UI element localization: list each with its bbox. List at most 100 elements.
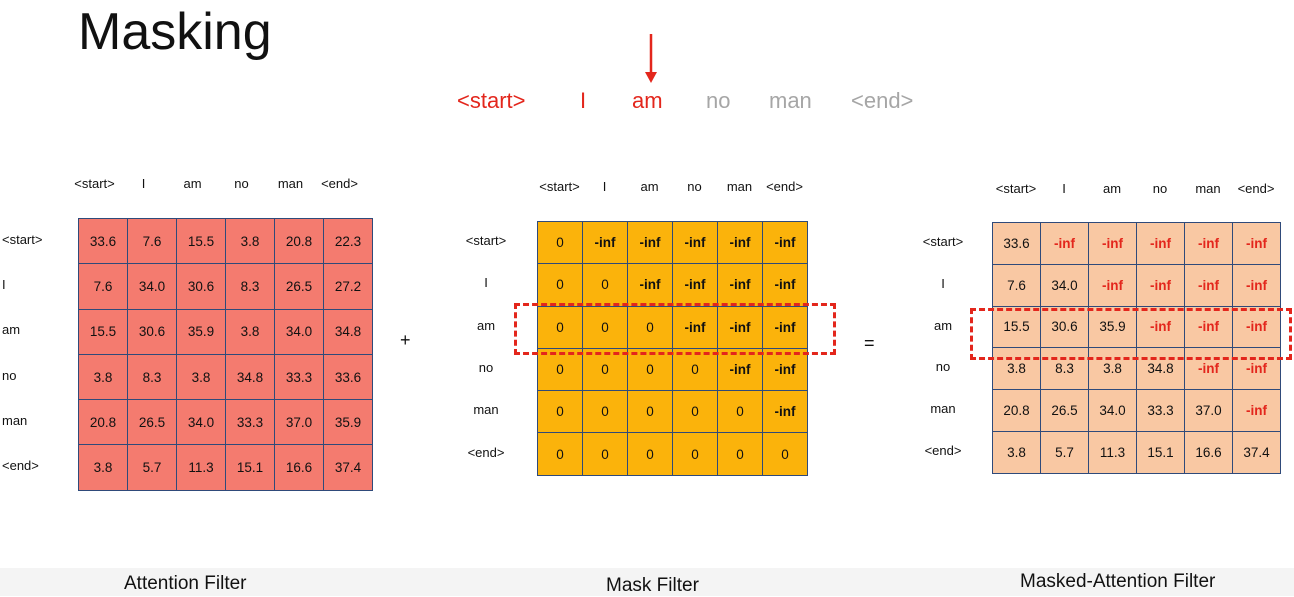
matrix-cell: -inf	[717, 220, 763, 265]
matrix-cell: 37.4	[323, 444, 373, 491]
matrix-cell: 26.5	[1040, 389, 1089, 432]
matrix-cell: -inf	[1088, 263, 1137, 307]
matrix-cell: -inf	[1232, 222, 1281, 265]
mask-row-label: man	[473, 402, 499, 418]
matrix-cell: 15.5	[992, 305, 1041, 349]
matrix-cell: 34.0	[176, 399, 226, 446]
matrix-cell: 0	[582, 347, 628, 392]
matrix-cell: 7.6	[992, 263, 1041, 307]
caption-mask-filter: Mask Filter	[606, 575, 699, 596]
matrix-row: 33.6-inf-inf-inf-inf-inf	[992, 222, 1281, 265]
matrix-cell: -inf	[762, 390, 808, 434]
matrix-cell: -inf	[1088, 222, 1137, 265]
matrix-cell: 3.8	[225, 217, 275, 265]
matrix-cell: 33.6	[992, 222, 1041, 265]
masked-attention-col-label: <end>	[1237, 181, 1275, 196]
matrix-cell: 15.1	[1136, 430, 1185, 474]
matrix-cell: 16.6	[1184, 430, 1233, 474]
matrix-cell: 34.0	[127, 263, 177, 310]
matrix-cell: 33.3	[225, 399, 275, 446]
matrix-cell: 15.5	[78, 308, 128, 355]
matrix-cell: 0	[627, 432, 673, 476]
mask-row-label: no	[478, 360, 494, 376]
matrix-cell: -inf	[627, 263, 673, 307]
matrix-cell: 7.6	[78, 263, 128, 310]
matrix-cell: 0	[762, 432, 808, 476]
mask-col-label: I	[602, 179, 607, 194]
matrix-cell: 37.0	[274, 399, 324, 446]
attention-col-label: am	[183, 176, 202, 191]
seq-token-start: <start>	[457, 88, 526, 113]
matrix-cell: 0	[582, 263, 628, 307]
matrix-cell: 34.8	[225, 353, 275, 401]
matrix-cell: 0	[537, 432, 583, 476]
matrix-cell: 20.8	[78, 399, 128, 446]
matrix-row: 0-inf-inf-inf-inf-inf	[537, 220, 808, 265]
mask-col-label: am	[640, 179, 659, 194]
masked-attention-row-label: man	[930, 401, 956, 417]
matrix-cell: 0	[672, 432, 718, 476]
attention-row-label: am	[2, 322, 21, 338]
matrix-cell: -inf	[1232, 305, 1281, 349]
attention-col-label: <end>	[321, 176, 358, 191]
attention-row-label: I	[2, 276, 6, 292]
matrix-cell: -inf	[717, 263, 763, 307]
matrix-cell: -inf	[1232, 347, 1281, 391]
matrix-cell: 33.6	[323, 353, 373, 401]
mask-row-highlight	[514, 303, 836, 355]
matrix-cell: 7.6	[127, 217, 177, 265]
attention-row-label: <start>	[2, 231, 43, 247]
matrix-cell: -inf	[1232, 389, 1281, 432]
attention-col-label: I	[141, 176, 146, 191]
matrix-cell: 0	[582, 432, 628, 476]
matrix-cell: -inf	[1184, 263, 1233, 307]
bottom-band	[0, 568, 1294, 596]
plus-operator: +	[400, 330, 411, 350]
matrix-cell: 20.8	[274, 217, 324, 265]
matrix-cell: 15.5	[176, 217, 226, 265]
matrix-cell: 33.3	[274, 353, 324, 401]
matrix-cell: 3.8	[176, 353, 226, 401]
matrix-cell: -inf	[582, 220, 628, 265]
attention-row-label: no	[2, 367, 17, 383]
matrix-cell: 37.4	[1232, 430, 1281, 474]
matrix-cell: 35.9	[323, 399, 373, 446]
token-sequence: <start> I am no man <end>	[0, 88, 1294, 118]
mask-row-label: am	[476, 317, 496, 333]
matrix-cell: -inf	[1184, 347, 1233, 391]
mask-col-label: man	[726, 179, 753, 194]
matrix-cell: 34.0	[1040, 263, 1089, 307]
matrix-cell: -inf	[762, 347, 808, 392]
matrix-cell: 27.2	[323, 263, 373, 310]
matrix-cell: 0	[627, 390, 673, 434]
matrix-cell: 0	[537, 390, 583, 434]
mask-row-label: I	[484, 275, 488, 291]
seq-token-no: no	[706, 88, 731, 113]
matrix-cell: 3.8	[78, 444, 128, 491]
matrix-cell: -inf	[1040, 222, 1089, 265]
matrix-cell: 8.3	[127, 353, 177, 401]
attention-col-label: <start>	[74, 176, 115, 191]
caption-attention-filter: Attention Filter	[124, 573, 247, 594]
matrix-cell: 34.0	[1088, 389, 1137, 432]
matrix-cell: 0	[537, 347, 583, 392]
masked-attention-col-label: man	[1195, 181, 1221, 196]
masked-attention-row-label: I	[941, 275, 945, 291]
matrix-cell: 34.8	[323, 308, 373, 355]
matrix-cell: -inf	[762, 220, 808, 265]
equals-operator: =	[864, 333, 875, 353]
masked-attention-col-label: I	[1062, 181, 1066, 196]
matrix-cell: -inf	[627, 220, 673, 265]
